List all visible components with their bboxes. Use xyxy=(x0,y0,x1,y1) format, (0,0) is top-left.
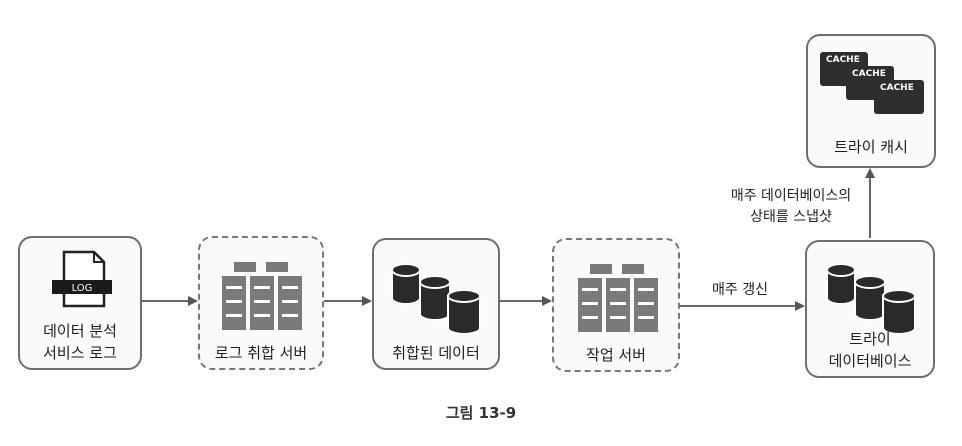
node-trie-database: 트라이 데이터베이스 xyxy=(805,240,935,378)
node-trie-cache: CACHE CACHE CACHE 트라이 캐시 xyxy=(806,34,936,168)
node-log-aggregator-label: 로그 취합 서버 xyxy=(214,344,308,362)
node-aggregated-data: 취합된 데이터 xyxy=(372,238,500,370)
edge-label-weekly-update: 매주 갱신 xyxy=(712,282,768,298)
cache-tag-1: CACHE xyxy=(826,55,860,65)
node-worker-server: 작업 서버 xyxy=(552,238,680,372)
node-trie-database-label: 트라이 데이터베이스 xyxy=(807,328,933,372)
node-trie-database-label-line1: 트라이 xyxy=(849,330,891,348)
log-icon-text: LOG xyxy=(72,283,93,294)
cache-tag-3: CACHE xyxy=(880,83,914,93)
edge-label-weekly-snapshot-line2: 상태를 스냅샷 xyxy=(750,209,832,225)
node-log-service-label: 데이터 분석 서비스 로그 xyxy=(20,320,140,364)
node-log-service: LOG 데이터 분석 서비스 로그 xyxy=(18,236,142,370)
cache-icon: CACHE CACHE CACHE xyxy=(820,52,924,114)
node-log-aggregator: 로그 취합 서버 xyxy=(198,236,324,370)
server-rack-icon xyxy=(222,262,302,330)
node-log-service-label-line1: 데이터 분석 xyxy=(43,322,117,340)
edge-label-weekly-snapshot: 매주 데이터베이스의 상태를 스냅샷 xyxy=(716,186,866,228)
server-rack-icon xyxy=(578,264,658,332)
node-trie-database-label-line2: 데이터베이스 xyxy=(828,352,912,370)
edge-label-weekly-snapshot-line1: 매주 데이터베이스의 xyxy=(730,188,852,204)
database-icon xyxy=(826,263,916,335)
cache-tag-2: CACHE xyxy=(852,69,886,79)
node-trie-cache-label: 트라이 캐시 xyxy=(834,138,908,156)
log-file-icon: LOG xyxy=(52,250,112,308)
node-log-service-label-line2: 서비스 로그 xyxy=(43,344,117,362)
node-worker-server-label: 작업 서버 xyxy=(586,346,646,364)
node-aggregated-data-label: 취합된 데이터 xyxy=(392,344,480,362)
database-icon xyxy=(391,263,481,335)
figure-caption: 그림 13-9 xyxy=(445,404,517,422)
